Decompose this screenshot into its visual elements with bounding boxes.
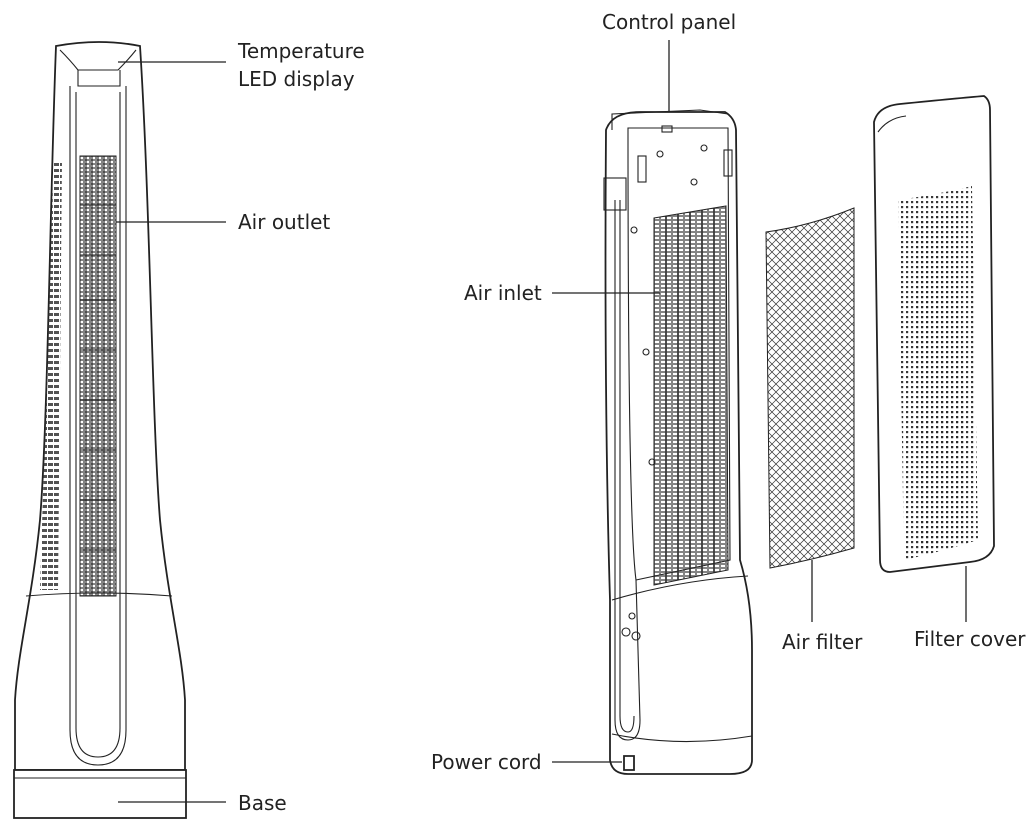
label-temperature-led-display-line1: Temperature <box>237 39 365 63</box>
side-vent <box>40 160 62 590</box>
callout-lines <box>116 40 967 803</box>
front-view-tower <box>13 41 187 819</box>
filter-cover <box>873 95 995 573</box>
label-air-inlet: Air inlet <box>464 281 542 305</box>
air-filter-mesh <box>765 207 855 569</box>
label-base: Base <box>238 791 287 815</box>
label-temperature-led-display-line2: LED display <box>238 67 355 91</box>
label-air-outlet: Air outlet <box>238 210 330 234</box>
label-air-filter: Air filter <box>782 630 863 654</box>
label-power-cord: Power cord <box>431 750 542 774</box>
tower-base <box>13 769 187 819</box>
air-inlet-grill <box>653 205 729 586</box>
rear-view-tower <box>603 109 753 775</box>
label-filter-cover: Filter cover <box>914 627 1026 651</box>
label-control-panel: Control panel <box>602 10 736 34</box>
